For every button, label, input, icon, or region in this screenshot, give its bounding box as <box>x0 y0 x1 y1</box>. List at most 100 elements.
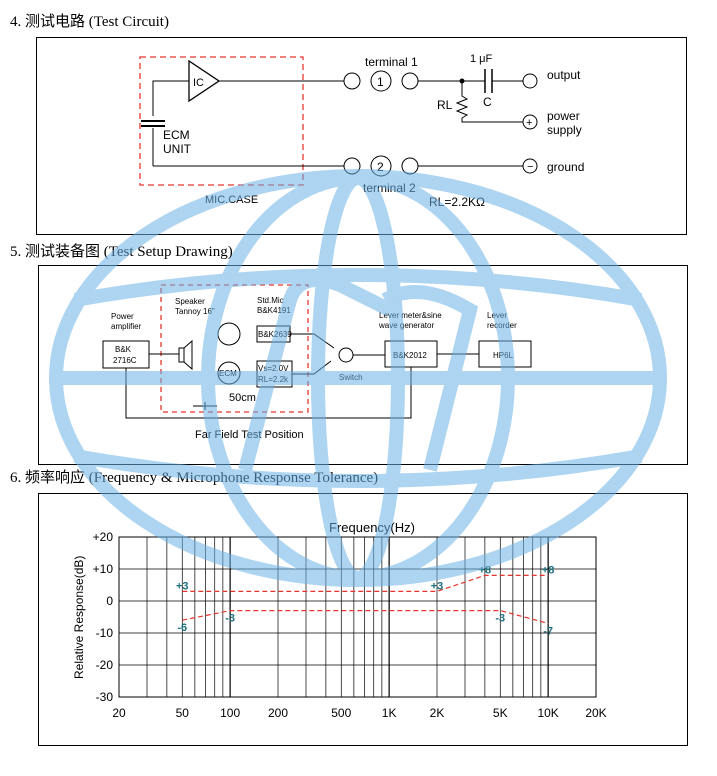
output-label: output <box>547 68 581 82</box>
rl-label: RL <box>437 98 453 112</box>
x-tick-label: 5K <box>493 706 508 720</box>
x-tick-label: 2K <box>430 706 445 720</box>
supply-label: supply <box>547 123 582 137</box>
test-circuit-box: IC ECM UNIT MIC.CASE 1 terminal 1 2 term… <box>36 37 687 235</box>
x-tick-label: 500 <box>331 706 351 720</box>
vs-label: Vs=2.0V <box>258 364 289 373</box>
x-tick-label: 200 <box>268 706 288 720</box>
power-terminal <box>522 114 538 130</box>
tolerance-label: -3 <box>495 613 505 625</box>
tolerance-label: +8 <box>542 564 555 576</box>
speaker-icon <box>183 339 193 371</box>
upper-tolerance-line <box>182 574 549 593</box>
terminal-1-number-circle <box>370 70 392 92</box>
section-title-cn: 频率响应 <box>25 470 86 486</box>
unit-label: UNIT <box>163 142 192 156</box>
tolerance-label: +8 <box>479 564 492 576</box>
capacitor-label: C <box>483 95 492 109</box>
ecm-wire <box>152 80 189 116</box>
tolerance-label: -6 <box>177 622 187 634</box>
std-mic-to-switch-wire <box>290 333 335 349</box>
y-tick-label: -30 <box>96 690 114 704</box>
terminal-2-label: terminal 2 <box>363 181 416 195</box>
minus-sign: − <box>527 161 533 173</box>
bk2716-label: B&K <box>115 345 132 354</box>
terminal-1-number: 1 <box>377 75 384 89</box>
ecm-to-switch-wire <box>292 360 332 375</box>
y-axis-label: Relative Response(dB) <box>72 556 86 679</box>
distance-label: 50cm <box>229 392 256 404</box>
terminal-1-right-pin <box>401 72 419 90</box>
lever-recorder-label-2: recorder <box>487 321 517 330</box>
terminal-2-left-pin <box>343 157 361 175</box>
tolerance-label: -3 <box>225 613 235 625</box>
plus-sign: + <box>526 117 532 129</box>
bk2716-label-2: 2716C <box>113 356 137 365</box>
chart-title: Frequency(Hz) <box>329 520 415 535</box>
speaker-label-2: Tannoy 16" <box>175 307 215 316</box>
chart-grid <box>118 536 597 698</box>
section-5-title: 5. 测试装备图 (Test Setup Drawing) <box>10 240 233 261</box>
tolerance-label: +3 <box>176 580 189 592</box>
ground-label: ground <box>547 160 584 174</box>
ecm-label: ECM <box>163 128 190 142</box>
terminal-1-left-pin <box>343 72 361 90</box>
frequency-response-box: Frequency(Hz) Relative Response(dB) 20 50… <box>38 493 688 746</box>
section-title-cn: 测试装备图 <box>25 244 101 260</box>
section-number: 4. <box>10 14 22 30</box>
plot-frame <box>118 536 597 698</box>
power-amp-label-2: amplifier <box>111 322 142 331</box>
power-amp-label: Power <box>111 312 134 321</box>
x-tick-label: 50 <box>176 706 190 720</box>
bk2639-label: B&K2639 <box>258 330 292 339</box>
x-tick-label: 100 <box>220 706 240 720</box>
bk2012-label: B&K2012 <box>393 351 427 360</box>
mic-case-label: MIC.CASE <box>205 194 258 206</box>
std-mic-icon <box>217 322 241 346</box>
x-tick-label: 20 <box>112 706 126 720</box>
switch-label: Switch <box>339 373 363 382</box>
y-tick-label: 0 <box>106 594 113 608</box>
chart-series <box>182 574 549 624</box>
y-tick-label: +10 <box>93 562 114 576</box>
terminal-2-number: 2 <box>377 160 384 174</box>
x-tick-label: 1K <box>382 706 397 720</box>
frequency-response-chart: Frequency(Hz) Relative Response(dB) 20 50… <box>72 520 607 720</box>
lever-recorder-label: Lever <box>487 311 507 320</box>
x-tick-label: 20K <box>585 706 606 720</box>
rl-label: RL=2.2k <box>258 375 289 384</box>
tolerance-label: +3 <box>431 580 444 592</box>
test-setup-diagram: Power amplifier B&K 2716C Speaker Tannoy… <box>102 284 532 441</box>
lower-tolerance-line <box>182 609 549 624</box>
capacitor-value: 1 μF <box>470 53 493 65</box>
speaker-icon-body <box>178 347 185 363</box>
ecm-label: ECM <box>219 369 237 378</box>
terminal-1-label: terminal 1 <box>365 55 418 69</box>
section-title-en: (Test Circuit) <box>88 14 169 30</box>
y-tick-label: -20 <box>96 658 114 672</box>
terminal-2-right-pin <box>401 157 419 175</box>
lever-meter-label-2: wave generator <box>378 321 434 330</box>
std-mic-label-2: B&K4191 <box>257 306 291 315</box>
std-mic-label: Std.Mic <box>257 296 284 305</box>
y-tick-label: -10 <box>96 626 114 640</box>
section-6-title: 6. 频率响应 (Frequency & Microphone Response… <box>10 466 378 487</box>
far-field-label: Far Field Test Position <box>195 429 304 441</box>
test-setup-box: Power amplifier B&K 2716C Speaker Tannoy… <box>38 265 688 465</box>
x-tick-label: 10K <box>537 706 558 720</box>
section-title-en: (Frequency & Microphone Response Toleran… <box>88 470 379 486</box>
output-terminal <box>522 73 538 89</box>
speaker-label: Speaker <box>175 297 205 306</box>
switch-icon <box>338 347 354 363</box>
section-title-cn: 测试电路 <box>25 14 86 30</box>
power-label: power <box>547 109 580 123</box>
section-4-title: 4. 测试电路 (Test Circuit) <box>10 10 169 31</box>
tolerance-label: -7 <box>543 625 553 637</box>
load-resistor <box>455 81 523 123</box>
section-number: 5. <box>10 244 22 260</box>
lever-meter-label: Lever meter&sine <box>379 311 442 320</box>
test-circuit-diagram: IC ECM UNIT MIC.CASE 1 terminal 1 2 term… <box>139 53 584 209</box>
rl-value-label: RL=2.2KΩ <box>429 195 485 209</box>
section-title-en: (Test Setup Drawing) <box>103 244 233 260</box>
